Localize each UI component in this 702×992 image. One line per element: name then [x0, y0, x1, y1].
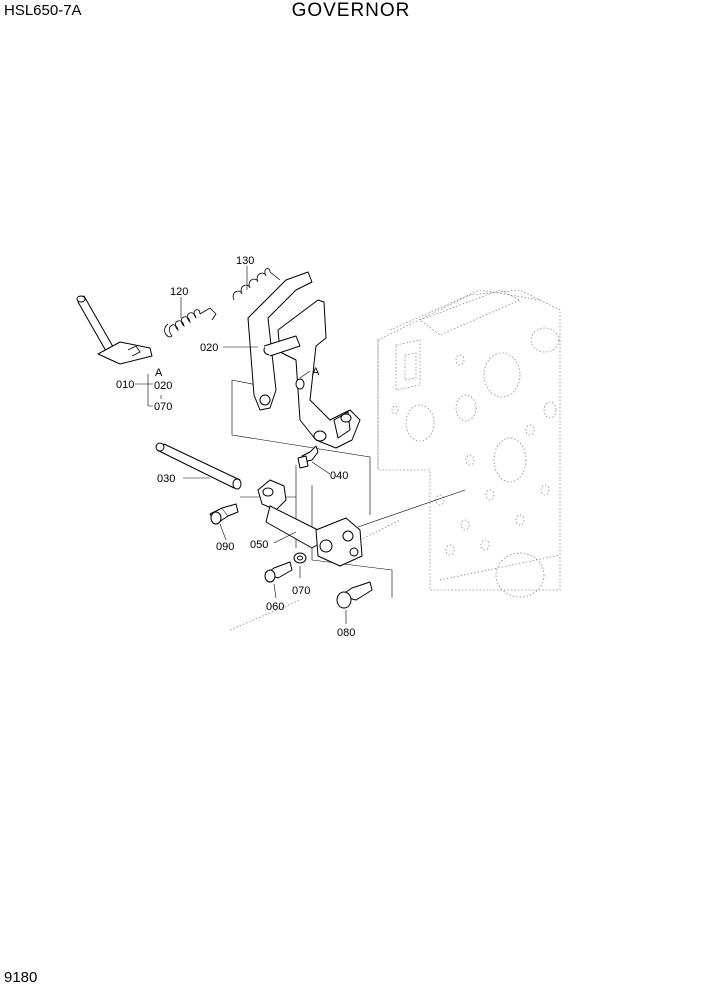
callout-060: 060: [266, 601, 284, 613]
callout-130: 130: [236, 255, 254, 267]
spring-130: [232, 268, 281, 301]
bolt-040: [297, 445, 319, 469]
leader-lines: [135, 266, 347, 624]
washer-070: [293, 552, 307, 564]
engine-block: [377, 289, 561, 598]
plug-090: [209, 503, 239, 525]
governor-rod-010: [76, 295, 153, 365]
callout-010: 010: [116, 379, 134, 391]
bolt-060: [264, 561, 293, 583]
callout-070: 070: [292, 585, 310, 597]
bracket-050: [257, 479, 363, 567]
bolt-080: [336, 581, 373, 609]
shaft-030: [155, 442, 242, 490]
callout-040: 040: [330, 470, 348, 482]
spring-120: [164, 307, 217, 338]
callout-020: 020: [200, 342, 218, 354]
callout-030: 030: [157, 473, 175, 485]
ref-a-left: A: [155, 367, 163, 379]
ref-a-right: A: [312, 366, 320, 378]
callout-070-sub: 070: [154, 401, 172, 413]
callout-090: 090: [216, 541, 234, 553]
callout-120: 120: [170, 286, 188, 298]
page-number: 9180: [4, 969, 38, 986]
governor-lever-020: [247, 271, 361, 449]
callout-050: 050: [250, 539, 268, 551]
model-code: HSL650-7A: [4, 2, 82, 19]
reference-lines: [229, 489, 466, 631]
callout-labels: 120 130 020 A 010 020 070 A 030 040 090 …: [116, 255, 355, 639]
callout-020-sub: 020: [154, 380, 172, 392]
page-title: GOVERNOR: [291, 0, 411, 21]
callout-080: 080: [337, 627, 355, 639]
